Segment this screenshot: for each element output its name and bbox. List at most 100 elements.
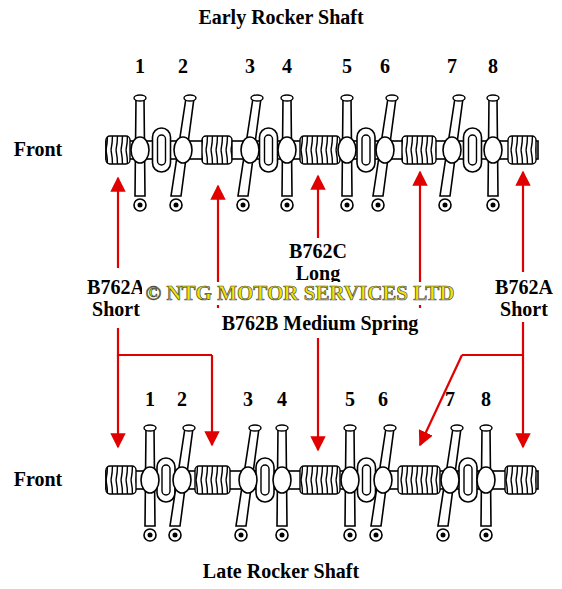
rocker-boss: [174, 137, 192, 163]
callout-number: 1: [145, 388, 155, 410]
adjusting-screw: [276, 529, 288, 541]
adjusting-screw: [281, 199, 293, 211]
spring: [398, 466, 440, 494]
rocker-boss: [441, 467, 459, 493]
rocker-boss: [239, 467, 257, 493]
rocker-pad: [384, 425, 396, 431]
adjusting-screw-slot: [484, 533, 489, 538]
spring: [202, 136, 232, 164]
pedestal-slot: [261, 465, 269, 495]
callout-number: 7: [445, 388, 455, 410]
rocker-pad: [249, 425, 261, 431]
rocker-pad: [341, 95, 353, 101]
spring: [505, 466, 536, 494]
rocker-boss: [338, 137, 356, 163]
pedestal: [358, 458, 376, 502]
callout-number: 4: [282, 55, 292, 77]
rocker-arm: [373, 98, 396, 196]
callout-number: 3: [245, 55, 255, 77]
rocker-pad: [480, 425, 492, 431]
rocker-boss: [241, 137, 259, 163]
adjusting-screw: [341, 199, 353, 211]
rocker-pad: [386, 95, 398, 101]
callout-number: 8: [481, 388, 491, 410]
callout-number: 8: [488, 55, 498, 77]
adjusting-screw: [144, 529, 156, 541]
pedestal: [153, 128, 171, 172]
adjusting-screw: [235, 529, 247, 541]
callout-number: 1: [135, 55, 145, 77]
pedestal-slot: [158, 135, 166, 165]
adjusting-screw-slot: [173, 533, 178, 538]
rocker-pad: [134, 95, 146, 101]
rocker-arm: [438, 428, 461, 526]
adjusting-screw: [344, 529, 356, 541]
leader-arrows: [118, 172, 523, 450]
rocker-pad: [184, 95, 196, 101]
rocker-boss: [484, 137, 502, 163]
diagram-title: Early Rocker Shaft: [198, 6, 363, 28]
spring: [508, 136, 536, 164]
rocker-arm: [371, 428, 394, 526]
adjusting-screw-slot: [376, 203, 381, 208]
rocker-arm: [236, 428, 259, 526]
rocker-boss: [374, 467, 392, 493]
adjusting-screw-slot: [174, 203, 179, 208]
shaft-group: [106, 95, 538, 541]
watermark: © NTG MOTOR SERVICES LTD: [142, 282, 457, 305]
pedestal-slot: [362, 135, 370, 165]
adjusting-screw-slot: [491, 203, 496, 208]
adjusting-screw: [437, 529, 449, 541]
rocker-pad: [281, 95, 293, 101]
front-label: Front: [14, 468, 63, 490]
callout-number: 5: [342, 55, 352, 77]
adjusting-screw-slot: [280, 533, 285, 538]
pedestal-slot: [363, 465, 371, 495]
spring: [106, 136, 130, 164]
rocker-boss: [341, 467, 359, 493]
adjusting-screw: [480, 529, 492, 541]
callout-number: 6: [378, 388, 388, 410]
front-label: Front: [14, 138, 63, 160]
adjusting-screw-slot: [239, 533, 244, 538]
rocker-pad: [144, 425, 156, 431]
spring: [195, 466, 230, 494]
callout-number: 5: [345, 388, 355, 410]
rocker-pad: [453, 95, 465, 101]
adjusting-screw-slot: [285, 203, 290, 208]
rocker-boss: [443, 137, 461, 163]
diagram-caption: Late Rocker Shaft: [203, 560, 359, 582]
adjusting-screw-slot: [345, 203, 350, 208]
adjusting-screw: [370, 529, 382, 541]
adjusting-screw-slot: [138, 203, 143, 208]
spring: [106, 466, 136, 494]
pedestal-slot: [469, 135, 477, 165]
rocker-boss: [278, 137, 296, 163]
adjusting-screw: [170, 199, 182, 211]
pedestal: [256, 458, 274, 502]
rocker-pad: [276, 425, 288, 431]
callout-number: 2: [177, 388, 187, 410]
rocker-pad: [183, 425, 195, 431]
adjusting-screw: [237, 199, 249, 211]
rocker-boss: [141, 467, 159, 493]
rocker-arm: [171, 98, 194, 196]
adjusting-screw: [439, 199, 451, 211]
callout-number: 4: [277, 388, 287, 410]
rocker-pad: [251, 95, 263, 101]
rocker-arm: [170, 428, 193, 526]
rocker-boss: [376, 137, 394, 163]
adjusting-screw-slot: [241, 203, 246, 208]
pedestal-slot: [162, 465, 170, 495]
rocker-pad: [487, 95, 499, 101]
adjusting-screw-slot: [443, 203, 448, 208]
spring: [300, 466, 340, 494]
part-label: B762B Medium Spring: [222, 312, 419, 334]
part-label: B762A Short: [489, 276, 559, 320]
adjusting-screw-slot: [441, 533, 446, 538]
callout-number: 2: [178, 55, 188, 77]
adjusting-screw: [372, 199, 384, 211]
adjusting-screw: [487, 199, 499, 211]
pedestal: [464, 128, 482, 172]
rocker-pad: [451, 425, 463, 431]
